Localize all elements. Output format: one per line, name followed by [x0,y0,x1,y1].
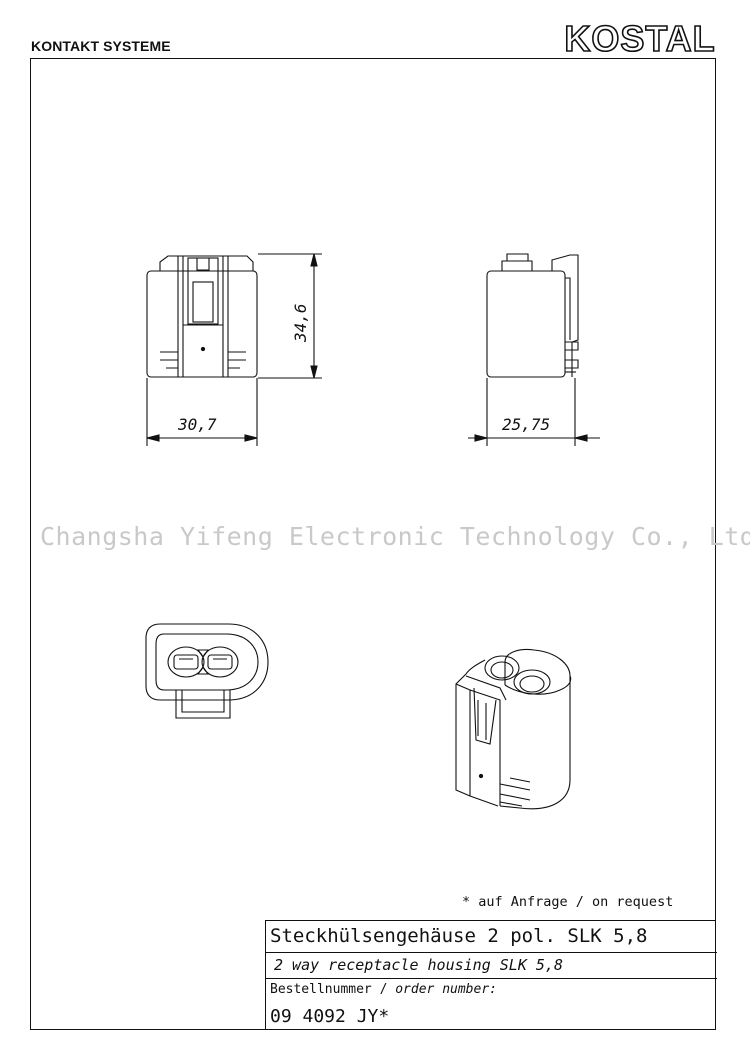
height-dimension [258,253,322,379]
side-view-top-tab [501,260,533,271]
iso-cavity-right [513,669,551,695]
front-view-body [146,270,258,378]
side-width-dimension-label: 25,75 [502,415,550,434]
order-number-label: Bestellnummer / order number: [266,979,717,1001]
front-view-latch [187,257,219,325]
part-title-english: 2 way receptacle housing SLK 5,8 [266,953,717,979]
contact-cavity-left [167,646,205,678]
mating-face-view [145,623,269,719]
order-number-label-de: Bestellnummer / [270,982,396,997]
front-view [146,255,258,378]
height-dimension-label: 34,6 [291,303,310,343]
iso-body-left [455,659,499,807]
watermark-text: Changsha Yifeng Electronic Technology Co… [40,522,750,551]
iso-cavity-left [484,655,520,681]
side-view-body [486,270,566,378]
front-view-latch-rails [177,256,229,377]
order-number: 09 4092 JY* [270,1006,390,1027]
mating-face-latch [175,690,231,719]
isometric-view [455,648,572,810]
front-width-dimension-label: 30,7 [177,415,217,434]
logo-text: KOSTAL [564,20,715,58]
iso-body-right [499,648,571,810]
part-title-german: Steckhülsengehäuse 2 pol. SLK 5,8 [266,921,717,953]
drawing-frame [30,58,716,1030]
front-width-dimension [146,378,258,446]
availability-note: * auf Anfrage / on request [462,894,674,910]
side-view [486,253,579,378]
side-width-dimension [468,378,600,446]
title-block: Steckhülsengehäuse 2 pol. SLK 5,8 2 way … [265,920,717,1030]
contact-cavity-right [201,646,239,678]
mating-face-outline [145,623,269,701]
kostal-logo: KOSTAL [564,20,716,58]
company-division-label: KONTAKT SYSTEME [31,38,171,54]
front-view-top-rim [159,255,254,271]
order-number-label-en: order number: [395,982,497,997]
